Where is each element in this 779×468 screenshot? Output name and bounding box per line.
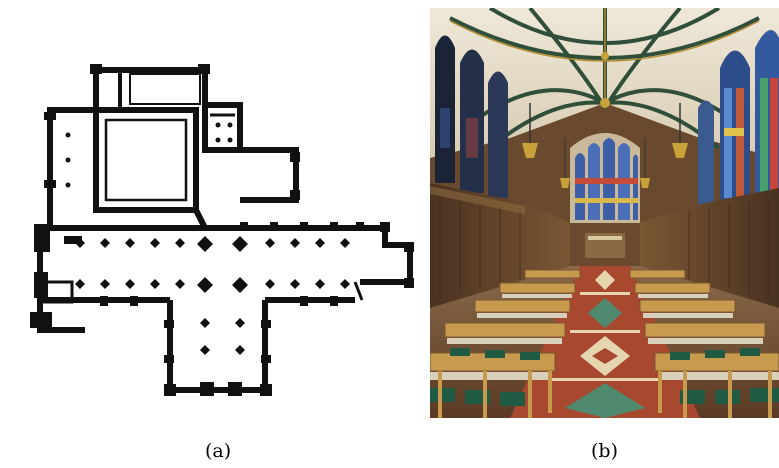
floor-plan-panel: [0, 0, 420, 420]
chapel-interior-photo: [429, 6, 779, 418]
caption-a: (a): [205, 440, 232, 462]
floor-plan-drawing: [0, 0, 420, 420]
chapel-photo-panel: [429, 6, 779, 418]
caption-b: (b): [591, 440, 618, 462]
